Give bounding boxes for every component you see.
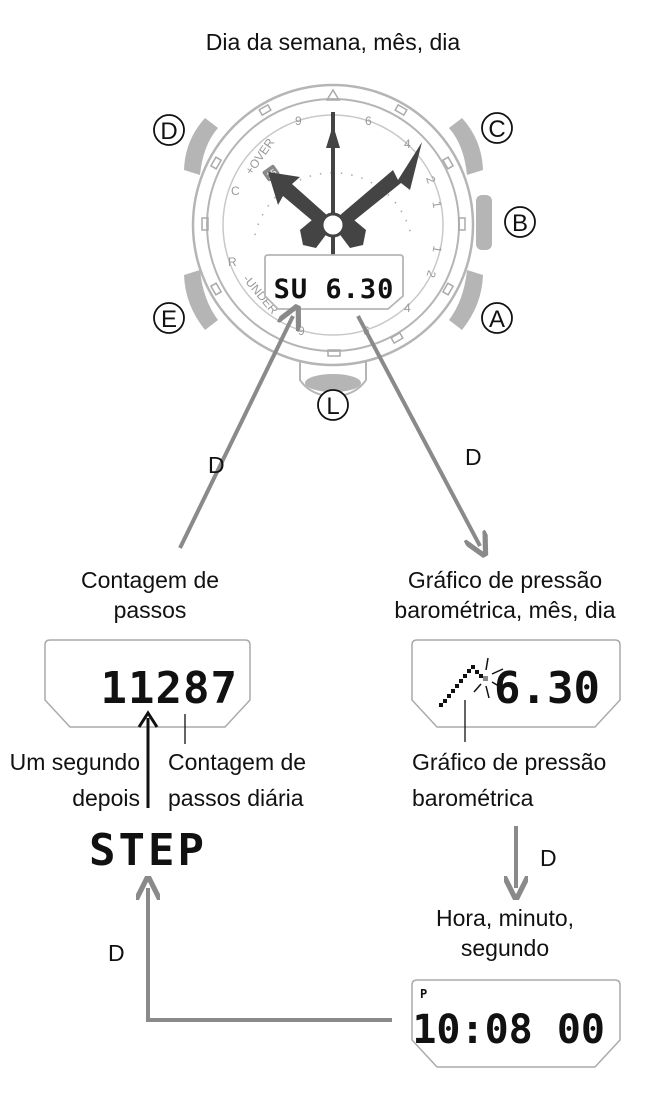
svg-text:9: 9 bbox=[295, 114, 302, 128]
svg-text:1: 1 bbox=[429, 200, 444, 209]
svg-text:2: 2 bbox=[423, 174, 439, 185]
label-b: B bbox=[512, 210, 528, 237]
watch: 9 6 4 2 1 1 2 4 6 9 C R +OVER -UNDER 15 … bbox=[153, 83, 536, 421]
label-d: D bbox=[160, 118, 177, 145]
svg-text:6: 6 bbox=[365, 114, 372, 128]
side-buttons bbox=[184, 118, 492, 392]
button-c[interactable] bbox=[449, 118, 483, 175]
button-labels bbox=[153, 112, 536, 421]
pressure-title-2: barométrica, mês, dia bbox=[394, 597, 615, 623]
watch-lcd-window bbox=[264, 254, 404, 310]
button-e[interactable] bbox=[184, 270, 218, 330]
hand-pivot bbox=[320, 212, 346, 238]
svg-text:C: C bbox=[231, 184, 240, 198]
svg-text:2: 2 bbox=[423, 269, 439, 280]
title: Dia da semana, mês, dia bbox=[206, 29, 461, 55]
daily-label: Contagem de bbox=[168, 749, 306, 775]
step-text: STEP bbox=[89, 825, 207, 876]
button-d[interactable] bbox=[184, 118, 218, 175]
label-e: E bbox=[161, 306, 177, 333]
steps-display bbox=[44, 639, 251, 728]
arrow-label-right: D bbox=[465, 444, 482, 470]
label-l: L bbox=[326, 393, 339, 420]
watch-lcd-text: SU 6.30 bbox=[274, 274, 395, 305]
arrow-to-steps bbox=[178, 316, 293, 549]
after-label: Um segundo bbox=[10, 749, 140, 775]
label-c: C bbox=[488, 116, 505, 143]
time-text: 10:08 00 bbox=[412, 1007, 605, 1053]
second-hand-tip bbox=[326, 125, 340, 148]
svg-text:4: 4 bbox=[404, 301, 411, 315]
pressure-title: Gráfico de pressão bbox=[408, 567, 602, 593]
button-l[interactable] bbox=[305, 374, 361, 392]
pressure-display bbox=[411, 639, 621, 728]
hands bbox=[268, 112, 422, 255]
arrow-label-return: D bbox=[108, 940, 125, 966]
pressure-date: 6.30 bbox=[494, 663, 600, 714]
daily-label-2: passos diária bbox=[168, 785, 304, 811]
arrow-to-pressure bbox=[356, 315, 480, 546]
time-title-2: segundo bbox=[461, 935, 549, 961]
after-label-2: depois bbox=[72, 785, 140, 811]
graph-label-2: barométrica bbox=[412, 785, 534, 811]
blink-rays bbox=[473, 657, 504, 699]
steps-count: 11287 bbox=[101, 663, 238, 714]
arrow-label-down: D bbox=[540, 845, 557, 871]
steps-title-2: passos bbox=[114, 597, 187, 623]
svg-text:9: 9 bbox=[298, 324, 305, 338]
button-a[interactable] bbox=[449, 270, 483, 330]
svg-text:1: 1 bbox=[430, 245, 445, 254]
minute-hand bbox=[332, 142, 422, 232]
pressure-graph bbox=[439, 665, 488, 707]
bezel-markers bbox=[201, 103, 466, 357]
time-title: Hora, minuto, bbox=[436, 905, 574, 931]
graph-label: Gráfico de pressão bbox=[412, 749, 606, 775]
pm-indicator: P bbox=[420, 987, 427, 1001]
arrow-label-left: D bbox=[208, 452, 225, 478]
label-a: A bbox=[489, 306, 505, 333]
steps-title: Contagem de bbox=[81, 567, 219, 593]
hour-hand bbox=[268, 172, 338, 234]
svg-text:4: 4 bbox=[404, 137, 411, 151]
triangle-marker bbox=[325, 88, 341, 101]
time-display bbox=[411, 979, 621, 1068]
svg-text:R: R bbox=[228, 255, 237, 269]
button-b[interactable] bbox=[476, 195, 492, 250]
arrow-return-to-step bbox=[148, 888, 392, 1022]
